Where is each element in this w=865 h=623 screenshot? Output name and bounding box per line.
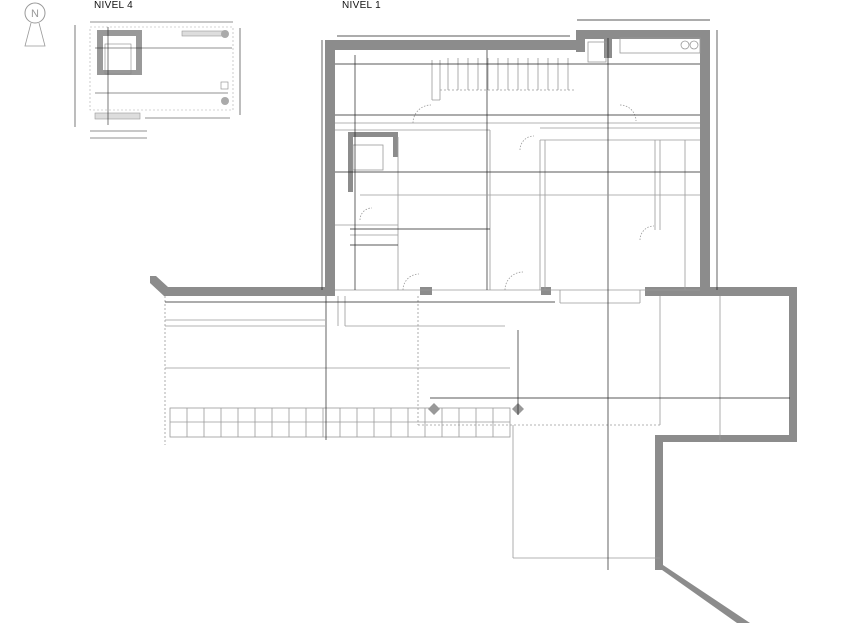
level-4-title: NIVEL 4 — [93, 0, 134, 11]
dimension-lines — [165, 19, 790, 570]
north-letter: N — [31, 8, 39, 20]
level-1-title: NIVEL 1 — [341, 0, 382, 11]
level-4-plan — [74, 21, 241, 139]
interior-lines — [335, 37, 701, 304]
walls — [150, 30, 797, 623]
north-arrow-icon: N — [24, 2, 46, 47]
terrace — [164, 296, 721, 559]
